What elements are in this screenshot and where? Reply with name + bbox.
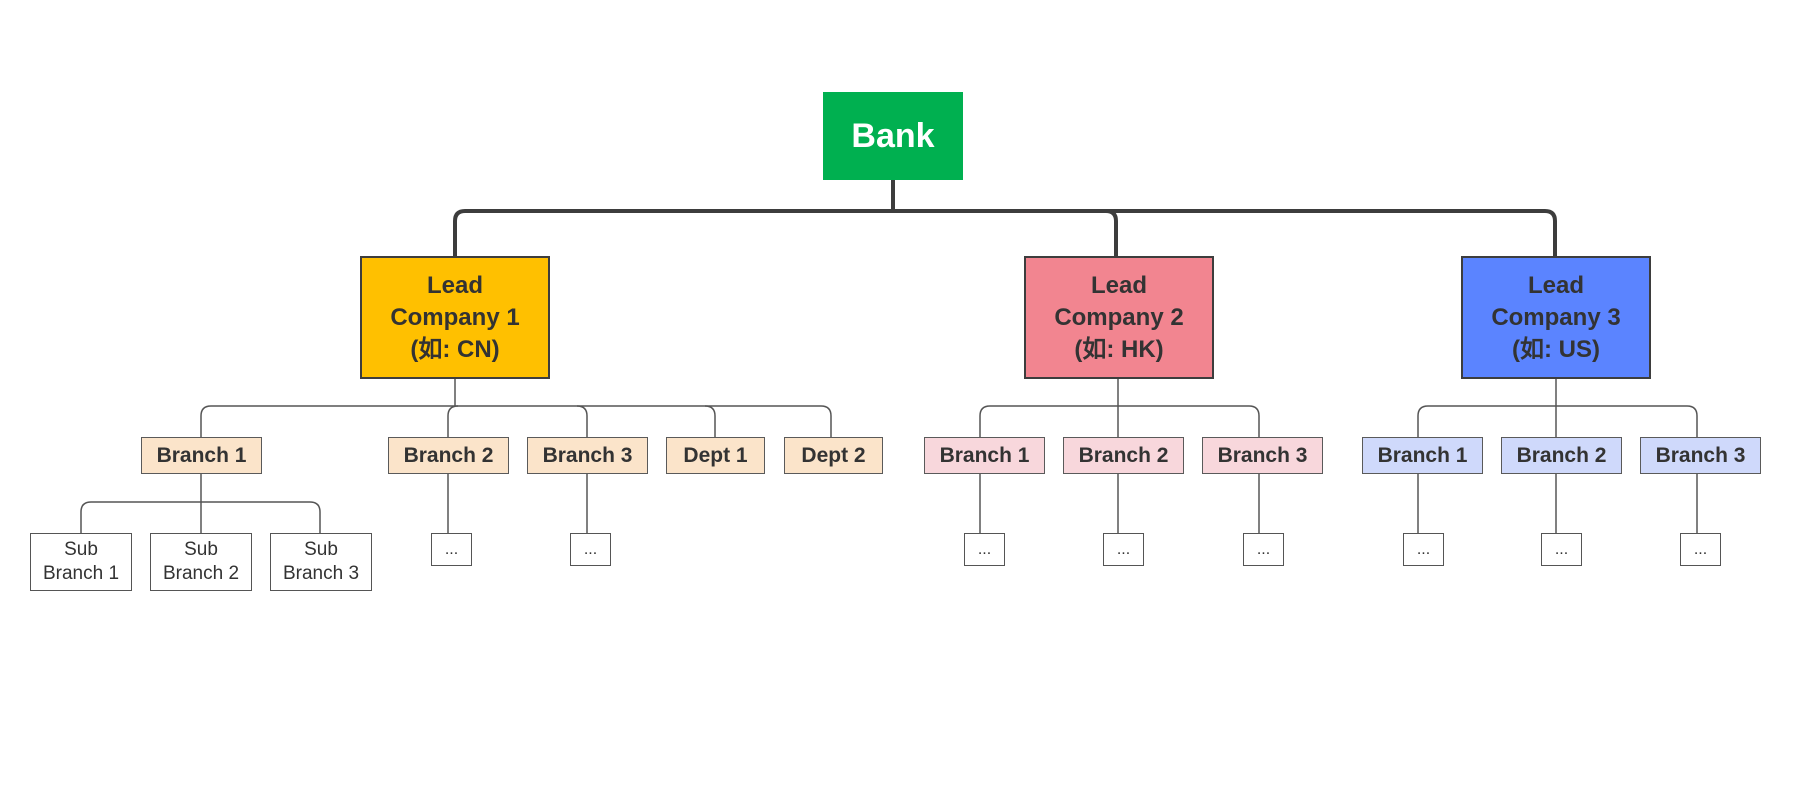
lead-2-branch-1-leaf[interactable]: ... xyxy=(964,533,1005,566)
lead-company-2-line-1: Lead xyxy=(1090,271,1147,299)
lead-company-1-line-1: Lead xyxy=(426,271,483,299)
lead-2-branch-2-leaf[interactable]: ... xyxy=(1103,533,1144,566)
lead-company-1-line-3: (如: CN) xyxy=(410,335,500,363)
lead-company-1-node[interactable]: Lead Company 1 (如: CN) xyxy=(360,256,550,379)
lead-2-branch-1[interactable]: Branch 1 xyxy=(924,437,1045,474)
lead-1-branch-2[interactable]: Branch 2 xyxy=(388,437,509,474)
sub-branch-2-line-2: Branch 2 xyxy=(162,563,240,584)
lead-1-drop-branch-3 xyxy=(576,405,588,437)
lead-3-branch-2[interactable]: Branch 2 xyxy=(1501,437,1622,474)
lead-company-3-node[interactable]: Lead Company 3 (如: US) xyxy=(1461,256,1651,379)
lead-company-1-line-2: Company 1 xyxy=(390,303,520,331)
lead-1-dept-1[interactable]: Dept 1 xyxy=(666,437,765,474)
sub-branch-3-node[interactable]: Sub Branch 3 xyxy=(270,533,372,591)
lead-1-branch-1[interactable]: Branch 1 xyxy=(141,437,262,474)
lead-1-connectors xyxy=(80,379,832,533)
sub-branch-1-node[interactable]: Sub Branch 1 xyxy=(30,533,132,591)
lead-1-drop-dept-1 xyxy=(704,405,716,437)
lead-company-3-line-2: Company 3 xyxy=(1491,303,1621,331)
lead-1-branch-3-leaf[interactable]: ... xyxy=(570,533,611,566)
lead-company-2-node[interactable]: Lead Company 2 (如: HK) xyxy=(1024,256,1214,379)
lead-1-dept-2[interactable]: Dept 2 xyxy=(784,437,883,474)
lead-1-drop-branch-2 xyxy=(447,405,459,437)
lead-company-2-line-2: Company 2 xyxy=(1054,303,1184,331)
lead-company-3-line-3: (如: US) xyxy=(1512,335,1600,363)
sub-branch-3-line-1: Sub xyxy=(304,539,338,560)
sub-branch-3-line-2: Branch 3 xyxy=(282,563,360,584)
sub-branch-1-line-1: Sub xyxy=(64,539,98,560)
lead-3-branch-3[interactable]: Branch 3 xyxy=(1640,437,1761,474)
lead-3-branch-2-leaf[interactable]: ... xyxy=(1541,533,1582,566)
lead-2-bus xyxy=(979,405,1260,437)
lead-3-bus xyxy=(1417,405,1698,437)
lead-1-branch-3[interactable]: Branch 3 xyxy=(527,437,648,474)
lead-2-branch-3[interactable]: Branch 3 xyxy=(1202,437,1323,474)
root-bus xyxy=(453,209,1118,256)
lead-3-branch-3-leaf[interactable]: ... xyxy=(1680,533,1721,566)
root-connectors xyxy=(453,180,1557,256)
sub-branch-2-line-1: Sub xyxy=(184,539,218,560)
lead-company-2-line-3: (如: HK) xyxy=(1074,335,1164,363)
lead-company-3-line-1: Lead xyxy=(1527,271,1584,299)
lead-1-branch-2-leaf[interactable]: ... xyxy=(431,533,472,566)
sub-branch-1-line-2: Branch 1 xyxy=(42,563,120,584)
lead-1-bus xyxy=(200,405,832,437)
lead-3-connectors xyxy=(1417,379,1698,533)
root-node-bank[interactable]: Bank xyxy=(823,92,963,180)
lead-3-branch-1[interactable]: Branch 1 xyxy=(1362,437,1483,474)
lead-2-branch-2[interactable]: Branch 2 xyxy=(1063,437,1184,474)
lead-2-branch-3-leaf[interactable]: ... xyxy=(1243,533,1284,566)
sub-branch-2-node[interactable]: Sub Branch 2 xyxy=(150,533,252,591)
lead-2-connectors xyxy=(979,379,1260,533)
lead-3-branch-1-leaf[interactable]: ... xyxy=(1403,533,1444,566)
root-bus-right xyxy=(1106,209,1557,256)
